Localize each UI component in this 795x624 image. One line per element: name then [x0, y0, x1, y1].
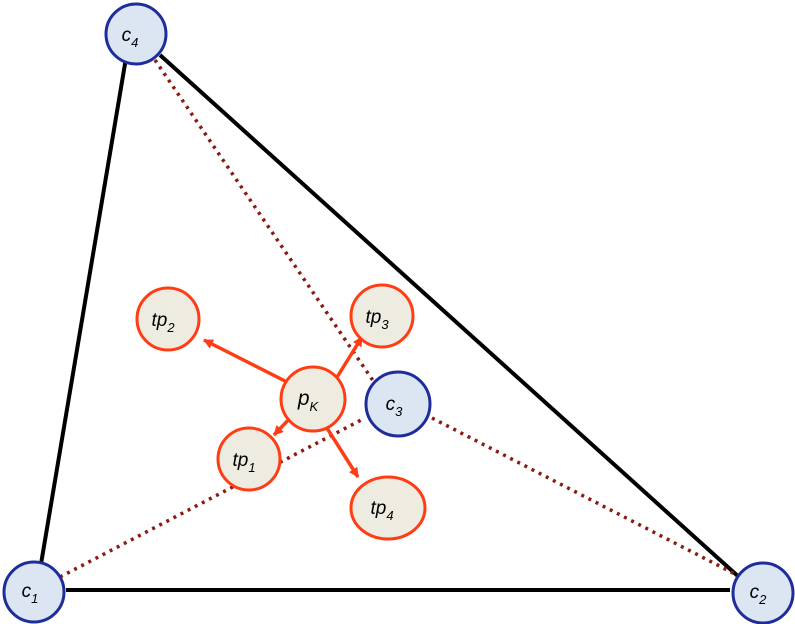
arrows [203, 336, 364, 478]
svg-text:tp1: tp1 [232, 450, 255, 475]
edge-c4-c2 [158, 53, 742, 580]
node-c1: c1 [2, 560, 66, 624]
svg-text:c3: c3 [386, 394, 404, 419]
edge-c4-c3 [153, 59, 380, 389]
svg-text:c2: c2 [750, 582, 768, 607]
node-tp3: tp3 [349, 283, 415, 349]
svg-text:c1: c1 [22, 581, 39, 606]
node-c2: c2 [731, 561, 795, 624]
arrow-to-tp3 [332, 336, 364, 383]
edge-c4-c1 [38, 57, 128, 571]
node-c3: c3 [364, 370, 432, 438]
svg-text:tp4: tp4 [370, 498, 393, 523]
dotted-edges [59, 59, 736, 579]
arrow-to-tp2 [203, 338, 288, 384]
node-c4: c4 [104, 2, 168, 66]
svg-text:pK: pK [297, 387, 320, 414]
edge-c1-c3 [59, 416, 366, 579]
node-pK: pK [279, 365, 347, 433]
solid-edges [38, 53, 742, 592]
node-tp4: tp4 [349, 475, 427, 541]
node-tp1: tp1 [216, 426, 282, 492]
node-tp2: tp2 [135, 286, 201, 352]
arrow-to-tp4 [323, 424, 360, 478]
svg-text:tp3: tp3 [365, 307, 389, 332]
svg-text:c4: c4 [122, 25, 139, 50]
svg-text:tp2: tp2 [151, 310, 175, 335]
edge-c3-c2 [431, 416, 736, 576]
particle-nodes: tp2 tp3 pK tp1 tp4 [135, 283, 427, 541]
